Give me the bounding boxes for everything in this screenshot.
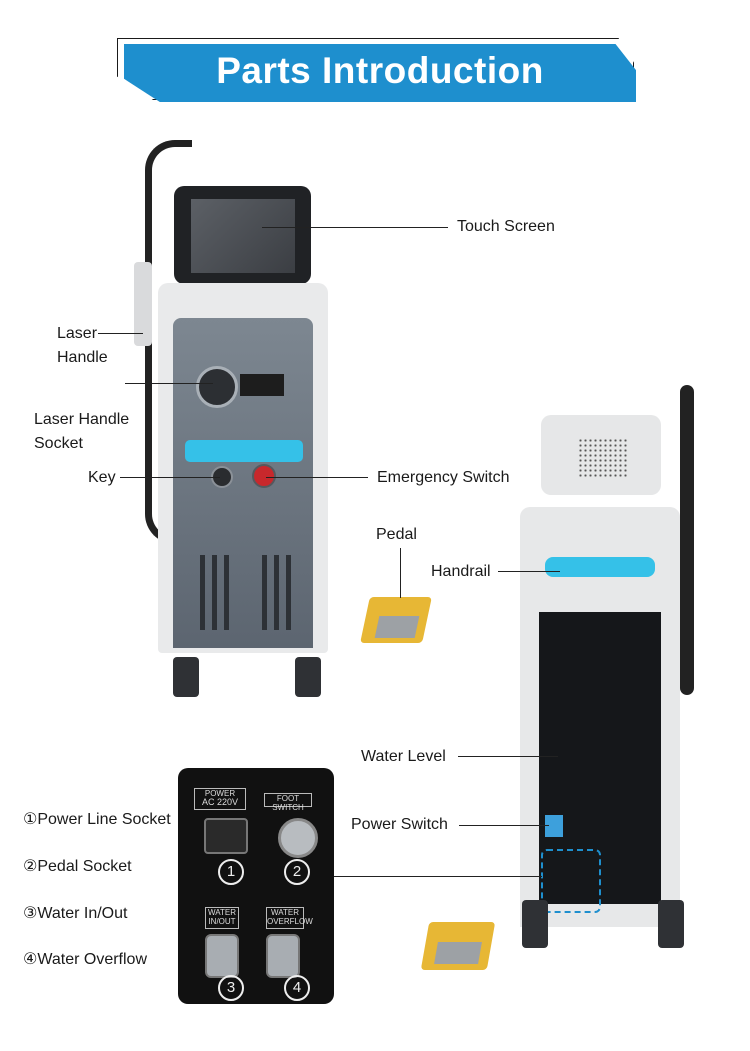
power-tag-line2: AC 220V: [201, 797, 239, 807]
number-circle-2: 2: [284, 859, 310, 885]
water-tag-line2: IN/OUT: [208, 917, 236, 926]
vent-slot: [286, 555, 291, 630]
label-power-switch: Power Switch: [351, 816, 448, 833]
vent-slot: [224, 555, 229, 630]
label-pedal: Pedal: [376, 526, 417, 543]
leader-line: [400, 548, 401, 598]
label-emergency-switch: Emergency Switch: [377, 469, 510, 486]
laser-handle-socket-image: [196, 366, 238, 408]
label-laser-handle-socket-line2: Socket: [34, 435, 83, 452]
power-switch-image: [545, 815, 563, 837]
number-circle-4: 4: [284, 975, 310, 1001]
leader-line: [120, 477, 220, 478]
laser-handle-image: [134, 262, 152, 346]
label-key: Key: [88, 469, 116, 486]
pedal-pad: [434, 942, 482, 964]
number-circle-3: 3: [218, 975, 244, 1001]
number-circle-1: 1: [218, 859, 244, 885]
leader-line: [458, 756, 558, 757]
vent-slot: [200, 555, 205, 630]
label-water-level: Water Level: [361, 748, 446, 765]
vent-slot: [274, 555, 279, 630]
touch-screen-glass: [191, 199, 295, 273]
front-blue-bar: [185, 440, 303, 462]
water-in-out-tag: WATER IN/OUT: [205, 907, 239, 929]
handrail-image: [545, 557, 655, 577]
leader-line: [262, 227, 448, 228]
label-laser-handle-line1: Laser: [57, 325, 98, 342]
back-laser-cable: [680, 385, 694, 695]
wheel: [173, 657, 199, 697]
leader-line: [125, 383, 213, 384]
water-overflow-tag: WATER OVERFLOW: [266, 907, 313, 929]
label-touch-screen: Touch Screen: [457, 218, 555, 235]
leader-line: [98, 333, 143, 334]
label-power-line-socket: ①Power Line Socket: [23, 811, 171, 828]
leader-line: [498, 571, 560, 572]
label-water-overflow: ④Water Overflow: [23, 951, 147, 968]
wheel: [295, 657, 321, 697]
overflow-tag-line2: OVERFLOW: [267, 917, 313, 926]
water-tag-line1: WATER: [208, 908, 236, 917]
label-water-in-out: ③Water In/Out: [23, 905, 128, 922]
socket-panel-inset: [178, 768, 334, 1004]
leader-line-inset: [334, 876, 542, 877]
machine-front-panel: [173, 318, 313, 648]
foot-switch-tag: FOOT SWITCH: [264, 793, 312, 812]
leader-line: [266, 477, 368, 478]
label-handrail: Handrail: [431, 563, 491, 580]
leader-line: [459, 825, 549, 826]
emergency-switch-image: [252, 464, 276, 488]
warning-laser-sticker: [240, 374, 284, 396]
water-in-out-port-image: [205, 934, 239, 978]
water-overflow-port-image: [266, 934, 300, 978]
power-tag-line1: POWER: [204, 789, 236, 798]
overflow-tag-line1: WATER: [271, 908, 299, 917]
pedal-socket-image: [278, 818, 318, 858]
label-pedal-socket: ②Pedal Socket: [23, 858, 132, 875]
pedal-pad: [374, 616, 420, 638]
power-line-socket-image: [204, 818, 248, 854]
socket-area-highlight: [541, 849, 601, 913]
vent-slot: [262, 555, 267, 630]
power-tag: POWER AC 220V: [194, 788, 246, 810]
back-screen-grille: [578, 438, 628, 478]
vent-slot: [212, 555, 217, 630]
label-laser-handle-socket-line1: Laser Handle: [34, 411, 130, 428]
page-title: Parts Introduction: [216, 50, 544, 91]
label-laser-handle-line2: Handle: [57, 349, 108, 366]
wheel: [522, 900, 548, 948]
wheel: [658, 900, 684, 948]
banner-background: [124, 44, 636, 102]
